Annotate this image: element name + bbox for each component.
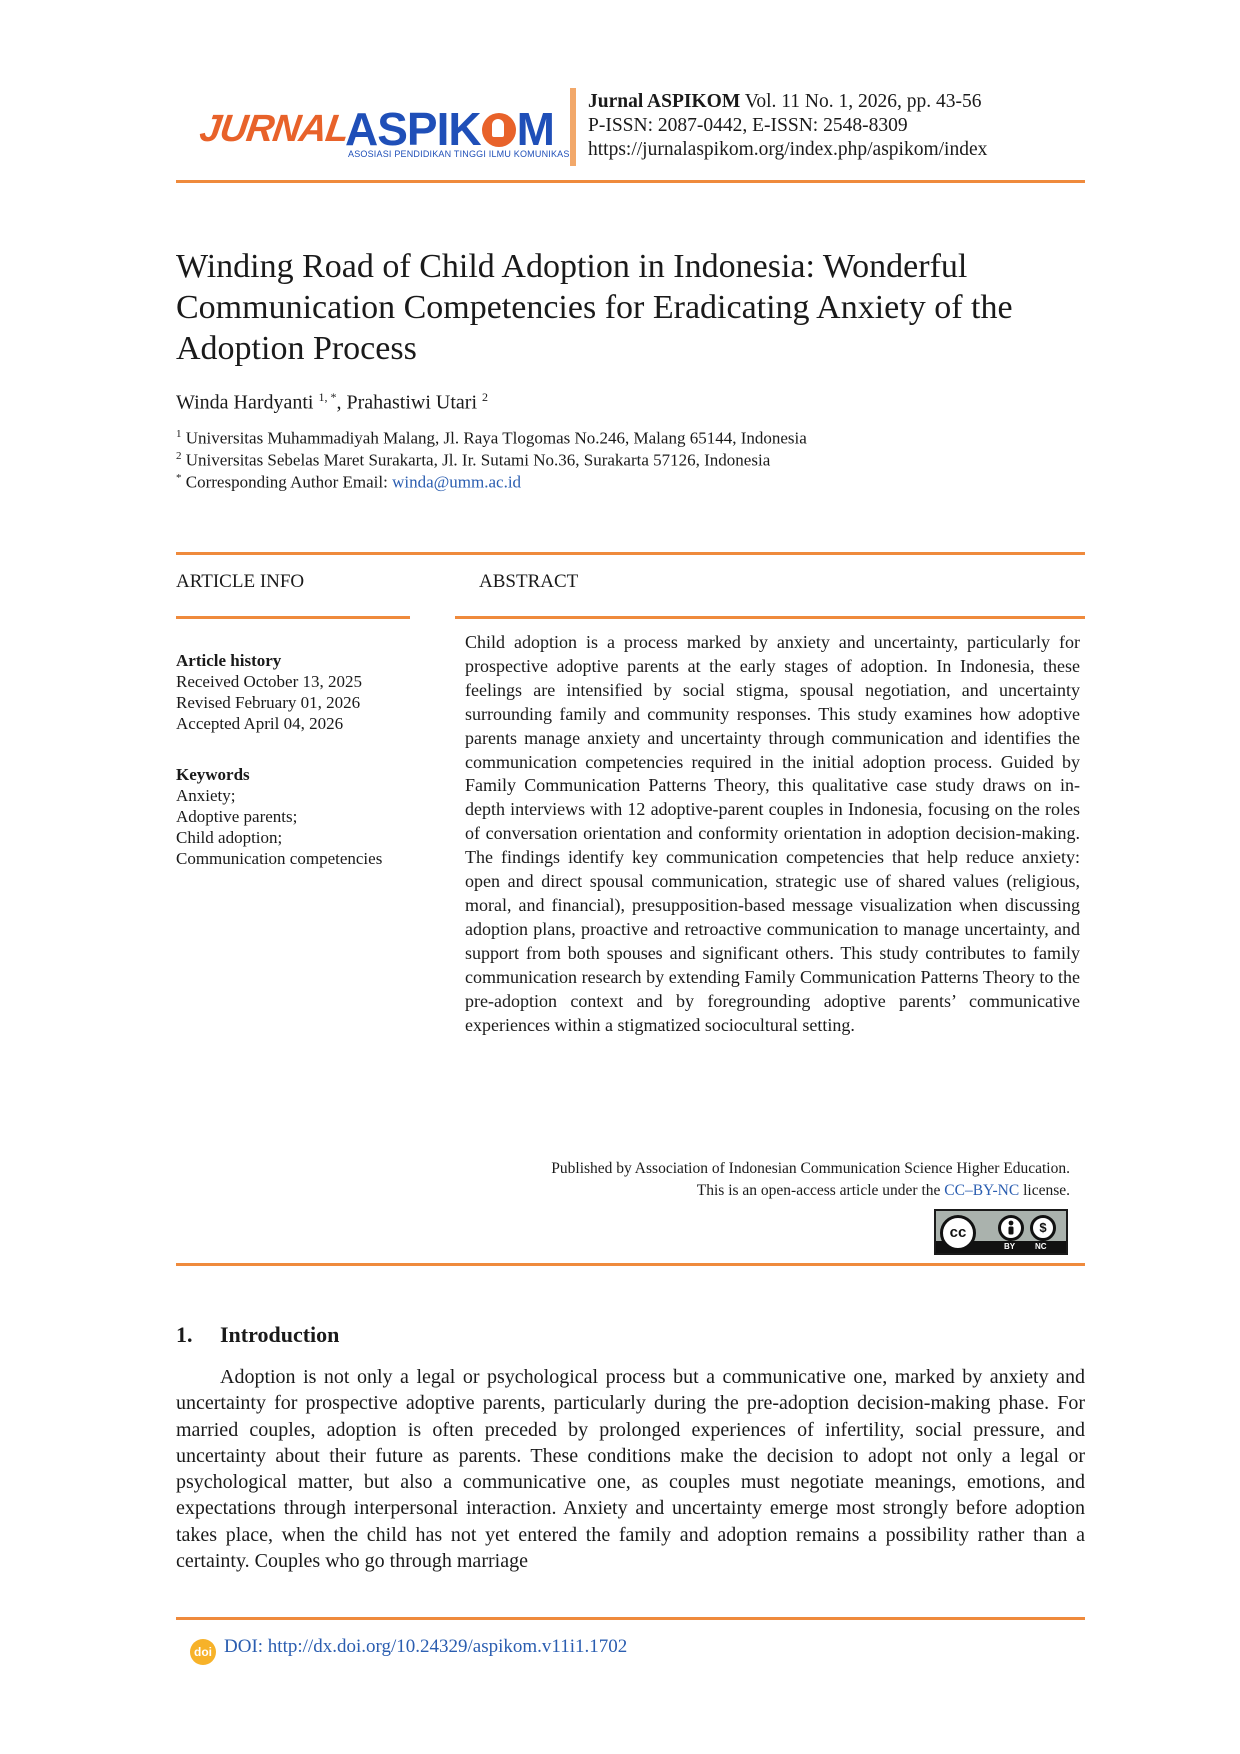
introduction-body: Adoption is not only a legal or psycholo… <box>176 1366 1085 1573</box>
logo-tagline: ASOSIASI PENDIDIKAN TINGGI ILMU KOMUNIKA… <box>348 149 573 159</box>
license-statement: This is an open-access article under the… <box>696 1182 1070 1199</box>
section-number: 1. <box>176 1322 193 1347</box>
cc-by-nc-badge[interactable]: cc $ BY NC <box>934 1209 1068 1255</box>
received-date: Received October 13, 2025 <box>176 672 362 691</box>
footer-rule <box>176 1617 1085 1620</box>
corresponding-author: * Corresponding Author Email: winda@umm.… <box>176 472 522 492</box>
introduction-heading: 1.Introduction <box>176 1322 340 1347</box>
publication-rule <box>176 1263 1085 1266</box>
affiliation-2: 2 Universitas Sebelas Maret Surakarta, J… <box>176 450 771 470</box>
header-rule <box>176 180 1085 183</box>
journal-name: Jurnal ASPIKOM <box>588 91 741 112</box>
keyword-item: Child adoption; <box>176 828 283 847</box>
keyword-item: Adoptive parents; <box>176 807 298 826</box>
journal-citation-line: Jurnal ASPIKOM Vol. 11 No. 1, 2026, pp. … <box>588 90 987 114</box>
article-history-heading: Article history <box>176 651 282 670</box>
author-line: Winda Hardyanti 1, *, Prahastiwi Utari 2 <box>176 390 489 414</box>
logo-o-icon <box>481 113 516 147</box>
keywords-heading: Keywords <box>176 765 250 784</box>
no-commercial-icon: $ <box>1030 1215 1056 1241</box>
journal-header-info: Jurnal ASPIKOM Vol. 11 No. 1, 2026, pp. … <box>588 90 987 162</box>
badge-nc-label: NC <box>1035 1242 1047 1251</box>
affiliation-1: 1 Universitas Muhammadiyah Malang, Jl. R… <box>176 428 807 448</box>
author-affil-marker: 2 <box>482 390 489 404</box>
doi-link[interactable]: DOI: http://dx.doi.org/10.24329/aspikom.… <box>224 1636 628 1657</box>
revised-date: Revised February 01, 2026 <box>176 693 361 712</box>
issue-info: Vol. 11 No. 1, 2026, pp. 43-56 <box>740 91 982 112</box>
license-link[interactable]: CC–BY-NC <box>944 1182 1020 1199</box>
corresponding-email-link[interactable]: winda@umm.ac.id <box>392 472 522 492</box>
cc-icon: cc <box>940 1215 976 1251</box>
article-info-heading: ARTICLE INFO <box>176 571 305 592</box>
header-accent-bar <box>570 88 576 166</box>
issn-line: P-ISSN: 2087-0442, E-ISSN: 2548-8309 <box>588 115 908 136</box>
person-icon <box>998 1215 1024 1241</box>
publisher-statement: Published by Association of Indonesian C… <box>551 1160 1070 1177</box>
article-title: Winding Road of Child Adoption in Indone… <box>176 248 1013 367</box>
article-info-rule <box>176 616 410 619</box>
abstract-heading: ABSTRACT <box>479 571 579 592</box>
badge-by-label: BY <box>1004 1242 1016 1251</box>
abstract-text: Child adoption is a process marked by an… <box>465 632 1080 1035</box>
author-affil-marker: 1, * <box>318 390 337 404</box>
doi-icon: doi <box>190 1639 216 1665</box>
journal-url[interactable]: https://jurnalaspikom.org/index.php/aspi… <box>588 139 988 160</box>
abstract-rule <box>455 616 1085 619</box>
author-name: Prahastiwi Utari <box>346 391 478 414</box>
section-top-rule <box>176 552 1085 555</box>
doi-line[interactable]: doi DOI: http://dx.doi.org/10.24329/aspik… <box>190 1636 627 1665</box>
accepted-date: Accepted April 04, 2026 <box>176 714 344 733</box>
keyword-item: Anxiety; <box>176 786 236 805</box>
keyword-item: Communication competencies <box>176 849 383 868</box>
logo-jurnal-text: JURNAL <box>197 108 352 150</box>
author-name: Winda Hardyanti <box>176 391 314 414</box>
